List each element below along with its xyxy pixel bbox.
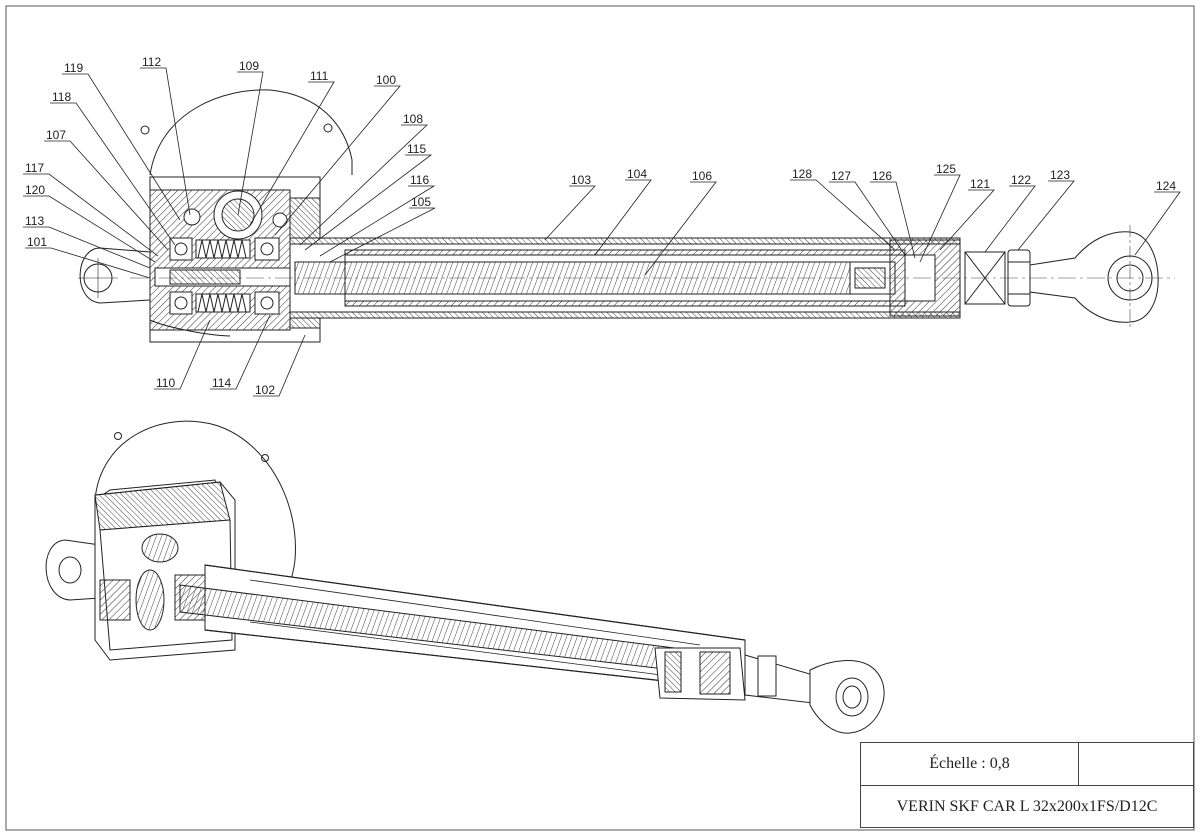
motor-flange xyxy=(149,89,353,176)
iso-rod-eye xyxy=(809,660,885,734)
callout-116: 116 xyxy=(410,173,429,187)
isometric-view xyxy=(45,420,885,734)
callout-100: 100 xyxy=(376,73,396,87)
callout-114: 114 xyxy=(212,376,231,390)
callout-119: 119 xyxy=(64,61,83,75)
callout-117: 117 xyxy=(25,161,44,175)
drawing-title: VERIN SKF CAR L 32x200x1FS/D12C xyxy=(896,797,1158,815)
callout-122: 122 xyxy=(1011,173,1031,187)
callout-106: 106 xyxy=(692,169,712,183)
callout-labels: 119 112 109 111 100 118 108 107 115 117 … xyxy=(25,55,1176,397)
bearing xyxy=(169,237,193,261)
callout-102: 102 xyxy=(255,383,275,397)
callout-125: 125 xyxy=(936,162,956,176)
callout-107: 107 xyxy=(46,128,66,142)
callout-121: 121 xyxy=(970,177,990,191)
callout-104: 104 xyxy=(627,167,647,181)
callout-127: 127 xyxy=(831,169,851,183)
section-view xyxy=(78,89,1175,343)
drawing-scale: Échelle : 0,8 xyxy=(861,743,1079,786)
callout-101: 101 xyxy=(27,235,47,249)
callout-113: 113 xyxy=(25,214,44,228)
rod-eye xyxy=(1029,231,1159,323)
callout-123: 123 xyxy=(1050,168,1070,182)
flange-hole xyxy=(140,125,150,135)
callout-108: 108 xyxy=(403,112,423,126)
bearing xyxy=(254,237,280,261)
iso-lock-nut xyxy=(757,655,777,697)
iso-worm-gear xyxy=(141,533,179,563)
callout-126: 126 xyxy=(872,169,892,183)
iso-spur-gear xyxy=(135,569,165,631)
sheet-border xyxy=(5,5,1195,831)
callout-124: 124 xyxy=(1156,179,1176,193)
rear-clevis xyxy=(79,247,151,304)
callout-112: 112 xyxy=(142,55,161,69)
callout-109: 109 xyxy=(239,59,259,73)
callout-128: 128 xyxy=(792,167,812,181)
bearing xyxy=(254,291,280,315)
callout-115: 115 xyxy=(407,142,426,156)
title-block: Échelle : 0,8 VERIN SKF CAR L 32x200x1FS… xyxy=(860,742,1194,828)
callout-118: 118 xyxy=(52,90,71,104)
callout-103: 103 xyxy=(571,173,591,187)
callout-120: 120 xyxy=(25,183,45,197)
callout-111: 111 xyxy=(310,69,329,83)
title-block-empty-cell xyxy=(1079,743,1193,786)
bearing xyxy=(169,291,193,315)
callout-110: 110 xyxy=(156,376,175,390)
flange-hole xyxy=(323,123,333,133)
iso-rear-clevis xyxy=(45,539,101,601)
callout-lines xyxy=(23,67,1181,397)
callout-105: 105 xyxy=(411,195,431,209)
